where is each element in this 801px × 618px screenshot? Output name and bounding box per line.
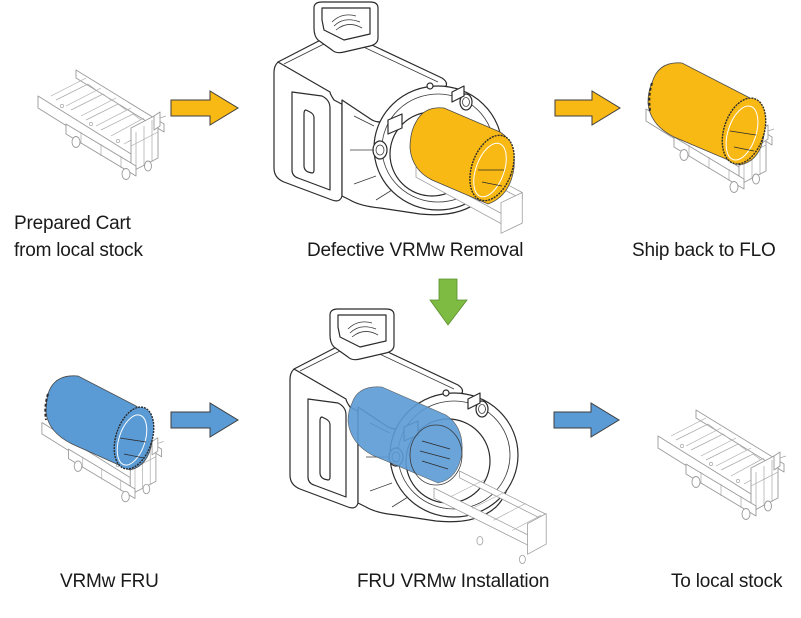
fru-vrmw-cylinder: [347, 386, 463, 484]
step-ship-back: [630, 55, 795, 195]
arrow-cart-to-removal: [170, 90, 239, 126]
label-to-local-stock: To local stock: [671, 571, 783, 592]
defective-vrmw-on-cart: [647, 62, 767, 166]
label-prepared-cart: Prepared Cart from local stock: [14, 210, 143, 264]
step-vrmw-fru: [36, 370, 176, 505]
arrow-removal-to-installation: [429, 278, 468, 326]
label-fru-installation: FRU VRMw Installation: [357, 571, 550, 592]
label-prepared-cart-line1: Prepared Cart: [14, 213, 131, 234]
empty-cart-illustration: [657, 409, 787, 520]
arrow-removal-to-ship: [554, 90, 621, 126]
step-prepared-cart: [30, 62, 170, 180]
label-prepared-cart-line2: from local stock: [14, 240, 143, 261]
step-fru-installation: [286, 285, 551, 565]
label-vrmw-fru: VRMw FRU: [60, 571, 159, 592]
arrow-fru-to-installation: [170, 402, 239, 438]
arrow-installation-to-stock: [553, 402, 620, 438]
step-defective-removal: [266, 0, 536, 234]
label-ship-back: Ship back to FLO: [632, 240, 776, 261]
empty-cart-illustration: [37, 69, 167, 180]
gantry-fru-illustration: [289, 308, 547, 565]
gantry-defective-illustration: [273, 1, 523, 234]
label-defective-removal: Defective VRMw Removal: [307, 240, 524, 261]
cart-fru-illustration: [41, 375, 164, 503]
defective-vrmw-cylinder: [409, 107, 515, 205]
step-to-local-stock: [650, 402, 790, 520]
fru-vrmw-on-cart: [44, 375, 155, 471]
cart-defective-illustration: [645, 62, 775, 193]
